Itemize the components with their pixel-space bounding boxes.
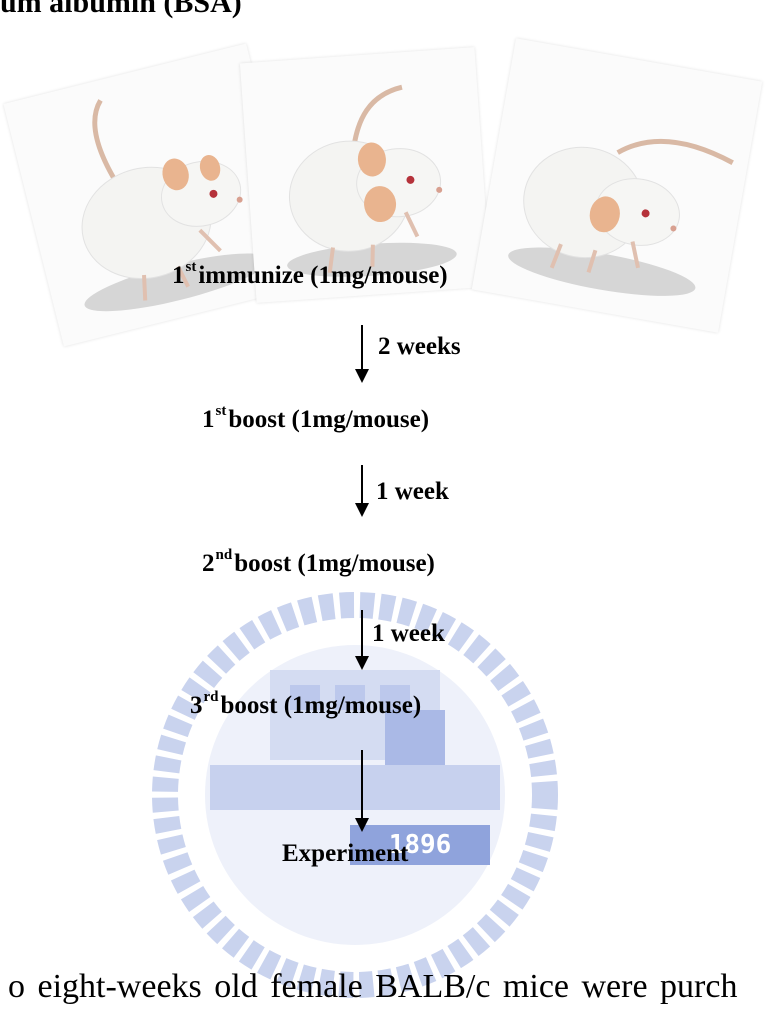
section-heading: um albumin (BSA) (0, 0, 242, 20)
mouse-illustration (472, 38, 762, 333)
step-experiment: Experiment (282, 840, 408, 868)
arrow-down-icon (361, 465, 363, 515)
body-text-line: o eight-weeks old female BALB/c mice wer… (8, 968, 737, 1006)
interval-label: 2 weeks (378, 333, 461, 361)
arrow-down-icon (361, 325, 363, 381)
university-logo-watermark: 1896 (150, 590, 560, 1015)
interval-label: 1 week (372, 620, 445, 648)
step-third-boost: 3rdboost (1mg/mouse) (190, 692, 421, 720)
step-first-immunize: 1stimmunize (1mg/mouse) (172, 262, 448, 290)
step-second-boost: 2ndboost (1mg/mouse) (202, 550, 435, 578)
arrow-down-icon (361, 750, 363, 830)
step-first-boost: 1stboost (1mg/mouse) (202, 406, 429, 434)
arrow-down-icon (361, 610, 363, 668)
interval-label: 1 week (376, 478, 449, 506)
mouse-photo-3 (472, 38, 762, 333)
